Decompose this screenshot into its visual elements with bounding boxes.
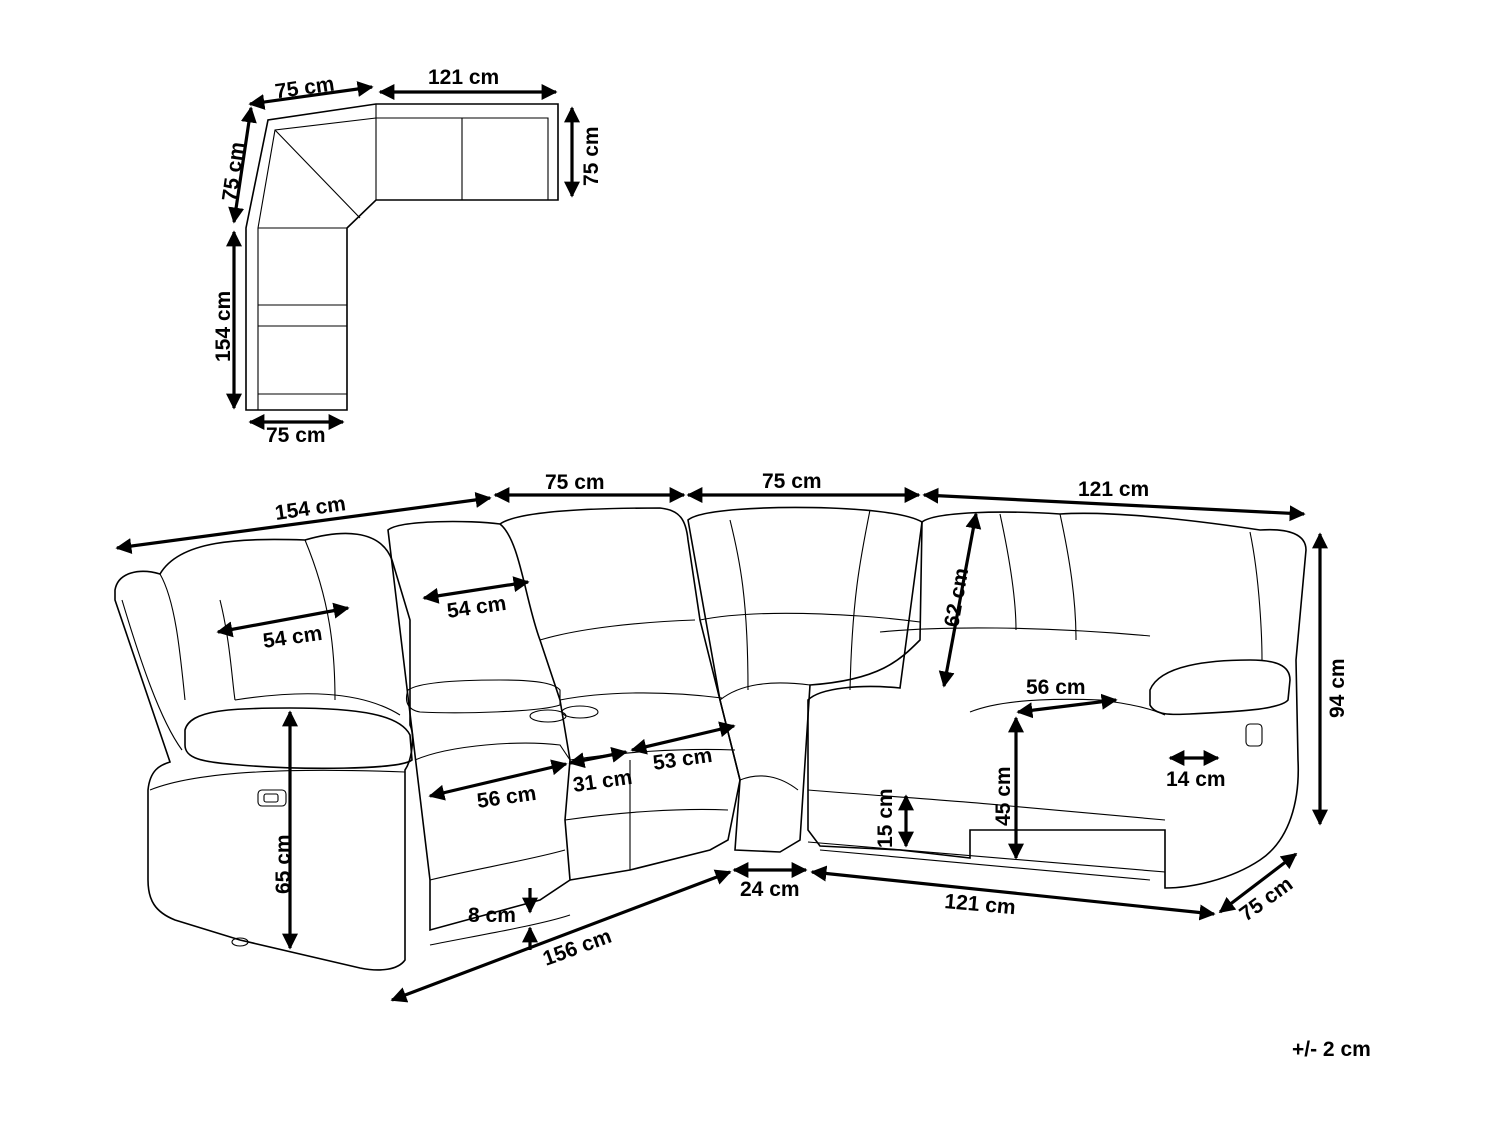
dimension-labels: 154 cm 75 cm 75 cm 121 cm 94 cm 62 cm 54… xyxy=(261,470,1349,971)
dim-height-total: 94 cm xyxy=(1326,658,1349,718)
dim-console: 31 cm xyxy=(571,766,633,797)
dim-backrest-mid: 54 cm xyxy=(445,592,507,623)
dim-backrest-height: 62 cm xyxy=(940,566,973,629)
plan-dim-top: 121 cm xyxy=(428,66,499,89)
corner-seat xyxy=(687,506,923,853)
dim-base-left: 156 cm xyxy=(540,925,615,971)
plan-dim-right-depth: 75 cm xyxy=(580,126,603,186)
dim-armrest: 14 cm xyxy=(1166,768,1226,791)
plan-dim-left-length: 154 cm xyxy=(212,291,235,362)
dim-arm-height: 65 cm xyxy=(272,834,295,894)
plan-dim-corner-depth: 75 cm xyxy=(218,141,249,203)
tolerance-note: +/- 2 cm xyxy=(1292,1038,1371,1061)
middle-recliner xyxy=(499,507,741,881)
dim-seat-right: 56 cm xyxy=(1026,676,1086,699)
dim-base-depth: 75 cm xyxy=(1235,872,1297,926)
plan-dim-top-left: 75 cm xyxy=(274,72,336,103)
plan-dim-bottom: 75 cm xyxy=(266,424,326,447)
dimension-lines xyxy=(115,487,1328,1003)
dim-corner-gap: 24 cm xyxy=(740,878,800,901)
dim-overall-right: 121 cm xyxy=(1078,478,1149,501)
dim-clearance: 8 cm xyxy=(468,904,516,927)
dim-backrest-left: 54 cm xyxy=(261,622,323,653)
dim-module-75-a: 75 cm xyxy=(545,471,605,494)
dim-leg-height: 15 cm xyxy=(874,788,897,848)
dim-seat-left: 56 cm xyxy=(475,782,537,813)
sofa-drawing xyxy=(114,506,1307,971)
dim-seat-mid: 53 cm xyxy=(651,744,713,775)
plan-outline xyxy=(245,103,559,411)
plan-view: 75 cm 121 cm 75 cm 75 cm 154 cm 75 cm xyxy=(212,66,603,447)
dim-base-right: 121 cm xyxy=(944,890,1017,919)
left-arm-recliner xyxy=(114,532,414,971)
dim-module-75-b: 75 cm xyxy=(762,470,822,493)
dim-seat-height: 45 cm xyxy=(992,766,1015,826)
